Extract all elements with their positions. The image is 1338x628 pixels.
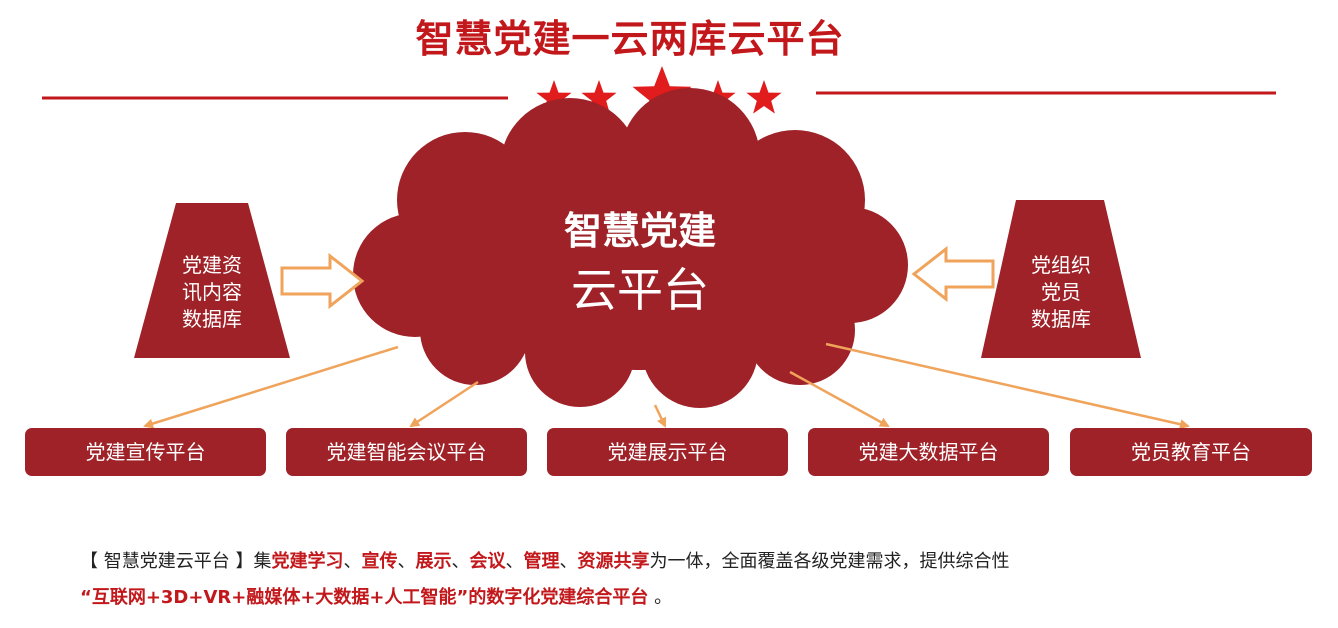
connector-arrows (143, 342, 1190, 430)
right-arrow-icon (280, 252, 365, 310)
page-title: 智慧党建一云两库云平台 (415, 17, 845, 61)
star-icon (746, 80, 782, 114)
platform-exhibition: 党建展示平台 (547, 428, 788, 476)
star-icon (581, 80, 617, 114)
star-icon (536, 80, 572, 114)
right-database-label: 党组织 党员 数据库 (1031, 253, 1091, 331)
arrow-to-platform-4 (789, 370, 890, 428)
arrow-to-platform-1 (143, 345, 399, 429)
left-database-label: 党建资 讯内容 数据库 (182, 253, 242, 331)
left-database-shape (134, 203, 290, 358)
arrow-to-platform-2 (409, 380, 479, 428)
arrow-to-platform-5 (825, 342, 1190, 430)
platform-smart-meeting: 党建智能会议平台 (286, 428, 527, 476)
description-line-2: “互联网+3D+VR+融媒体+大数据+人工智能”的数字化党建综合平台 。 (80, 587, 673, 608)
platform-publicity: 党建宣传平台 (25, 428, 266, 476)
platform-big-data: 党建大数据平台 (808, 428, 1049, 476)
description-line-1: 【 智慧党建云平台 】集党建学习、宣传、展示、会议、管理、资源共享为一体，全面覆… (80, 551, 1010, 572)
cloud-title-line2: 云平台 (571, 263, 709, 317)
description: 【 智慧党建云平台 】集党建学习、宣传、展示、会议、管理、资源共享为一体，全面覆… (80, 544, 1320, 616)
star-icon (632, 66, 692, 122)
platform-member-education: 党员教育平台 (1070, 428, 1312, 476)
left-arrow-icon (911, 245, 995, 303)
right-database-shape (981, 200, 1141, 358)
cloud-shape (353, 88, 908, 408)
arrow-to-platform-3 (653, 404, 667, 428)
cloud-title-line1: 智慧党建 (563, 209, 716, 253)
